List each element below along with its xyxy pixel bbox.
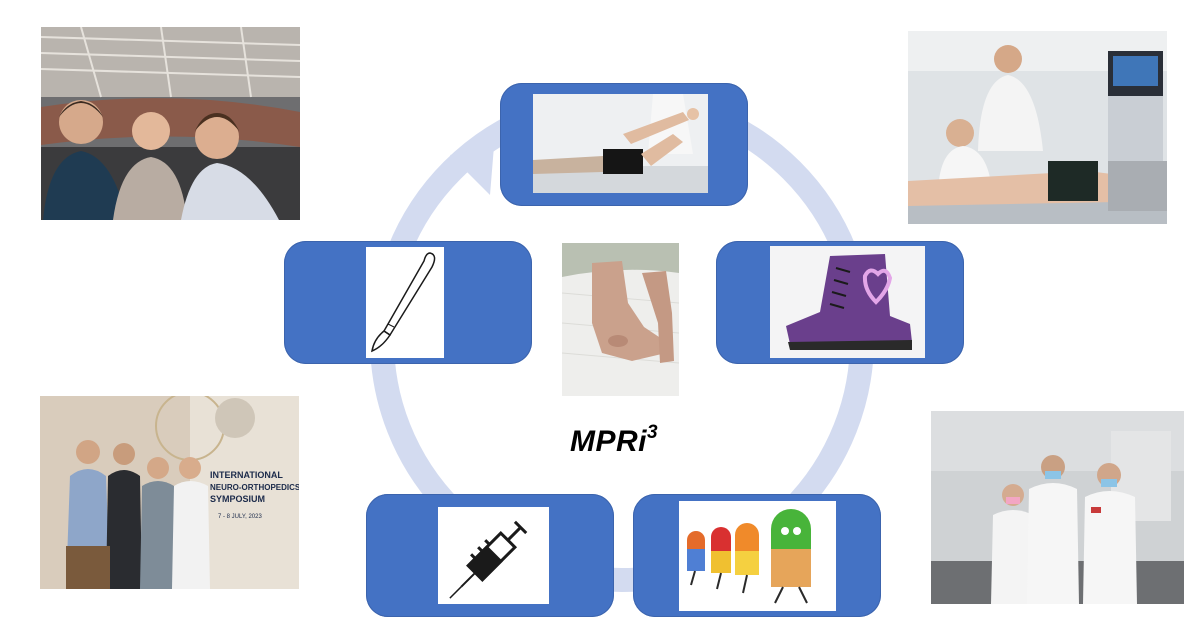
- mpri-label-text: MPRi: [570, 425, 647, 458]
- ultrasound-examination-photo: [908, 31, 1167, 224]
- orthopedic-shoe-photo: [770, 246, 925, 358]
- poster-line-symposium: SYMPOSIUM: [210, 494, 265, 504]
- team-velodrome-photo: [41, 27, 300, 220]
- mpri-center-label: MPRi3: [570, 422, 659, 459]
- node-physiotherapy: [500, 83, 748, 206]
- leg-stretch-physiotherapy-photo: [533, 94, 708, 193]
- cycle-arrowhead: [450, 146, 494, 195]
- spastic-foot-photo: [562, 243, 679, 396]
- node-injection: [366, 494, 614, 617]
- symposium-team-photo: INTERNATIONAL NEURO-ORTHOPEDICS SYMPOSIU…: [40, 396, 299, 589]
- poster-line-date: 7 - 8 JULY, 2023: [218, 514, 262, 520]
- node-surgery: [284, 241, 532, 364]
- poster-line-neuro-orthopedics: NEURO-ORTHOPEDICS: [210, 483, 299, 492]
- cartoon-pills-icon: [679, 501, 836, 611]
- node-medication: [633, 494, 881, 617]
- poster-line-international: INTERNATIONAL: [210, 470, 283, 480]
- mpri-label-superscript: 3: [647, 422, 659, 443]
- node-orthosis: [716, 241, 964, 364]
- medical-staff-photo: [931, 411, 1184, 604]
- scalpel-icon: [366, 247, 444, 358]
- syringe-icon: [438, 507, 549, 604]
